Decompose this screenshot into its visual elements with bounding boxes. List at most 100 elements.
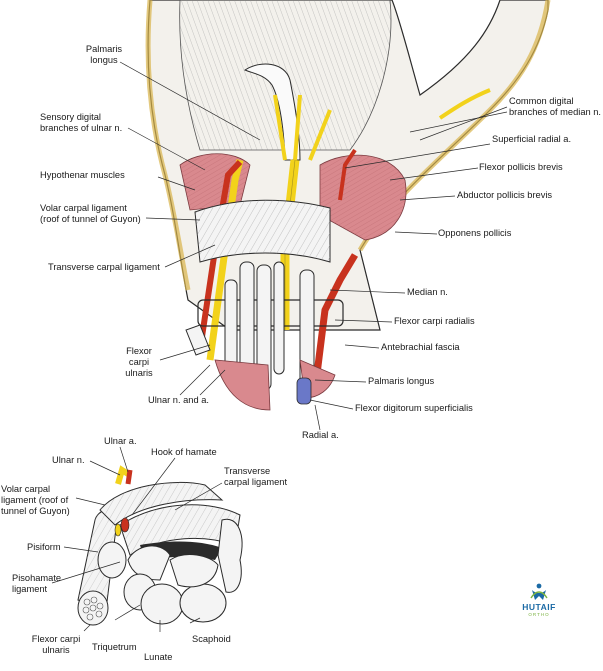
label-line: branches of ulnar n. (40, 123, 123, 133)
label-triquetrum: Triquetrum (92, 642, 137, 653)
ulnar-artery-bottom (125, 469, 133, 485)
logo-text: HUTAIF (522, 602, 556, 612)
leader-lines-top (119, 61, 508, 431)
label-line: Opponens pollicis (438, 228, 512, 238)
label-line: Antebrachial fascia (381, 342, 460, 352)
label-abductor-pollicis-brevis: Abductor pollicis brevis (457, 190, 552, 201)
label-line: ligament (12, 584, 48, 594)
label-line: Scaphoid (192, 634, 231, 644)
flexor-carpi-ulnaris-tendon (185, 324, 211, 356)
hook-of-hamate-bone (127, 545, 171, 581)
superficial-radial-artery (338, 148, 357, 201)
label-line: Volar carpal (1, 484, 51, 494)
label-line: branches of median n. (509, 107, 601, 117)
label-line: Flexor pollicis brevis (479, 162, 563, 172)
label-line: Pisiform (27, 542, 61, 552)
label-line: Flexor (126, 346, 152, 356)
label-line: Palmaris longus (368, 376, 435, 386)
label-line: Volar carpal ligament (40, 203, 127, 213)
label-volar-carpal-ligament-top: Volar carpal ligament(roof of tunnel of … (40, 203, 141, 225)
label-line: Ulnar a. (104, 436, 137, 446)
label-line: Abductor pollicis brevis (457, 190, 553, 200)
hutaif-logo: HUTAIF ORTHO (517, 582, 561, 617)
ligament-fibers-top (195, 200, 330, 262)
transverse-ligament-fibers (120, 504, 240, 555)
label-line: tunnel of Guyon) (1, 506, 70, 516)
label-palmaris-longus-bottom: Palmaris longus (368, 376, 434, 387)
label-line: Palmaris (85, 44, 123, 54)
label-flexor-digitorum-superficialis: Flexor digitorum superficialis (355, 403, 473, 414)
ulnar-nerve-bottom (115, 465, 130, 485)
label-ulnar-n-and-a: Ulnar n. and a. (148, 395, 209, 406)
label-line: longus (90, 55, 118, 65)
label-line: Radial a. (302, 430, 339, 440)
label-scaphoid: Scaphoid (192, 634, 231, 645)
label-ulnar-a: Ulnar a. (104, 436, 137, 447)
label-hook-of-hamate: Hook of hamate (151, 447, 217, 458)
label-line: Pisohamate (12, 573, 62, 583)
label-line: ulnaris (42, 645, 70, 655)
label-line: Transverse (224, 466, 271, 476)
label-line: Hook of hamate (151, 447, 217, 457)
radial-artery (311, 253, 359, 391)
ulnar-nerve-in-tunnel (114, 523, 122, 537)
capitate-bone (169, 554, 219, 588)
label-line: Triquetrum (92, 642, 137, 652)
common-digital-nerves (273, 94, 332, 161)
ulnar-artery-in-tunnel (120, 517, 130, 533)
lunate-bone (140, 583, 184, 625)
label-line: Hypothenar muscles (40, 170, 125, 180)
label-line: (roof of tunnel of Guyon) (40, 214, 141, 224)
label-line: Median n. (407, 287, 448, 297)
volar-ligament-fibers (100, 482, 222, 525)
label-median-n: Median n. (407, 287, 448, 298)
skin-edge-ulnar (145, 0, 191, 291)
scaphoid-bone (179, 583, 227, 623)
label-ulnar-n: Ulnar n. (52, 455, 85, 466)
label-antebrachial-fascia: Antebrachial fascia (381, 342, 460, 353)
forearm-muscles-ulnar (214, 359, 271, 411)
logo-subtext: ORTHO (528, 612, 550, 617)
logo-mark (530, 583, 548, 600)
label-line: Superficial radial a. (492, 134, 572, 144)
label-line: Common digital (509, 96, 574, 106)
label-line: Flexor digitorum superficialis (355, 403, 473, 413)
label-line: Flexor carpi (31, 634, 81, 644)
label-line: Lunate (144, 652, 173, 662)
bottom-cross-section (77, 465, 243, 626)
label-opponens-pollicis: Opponens pollicis (438, 228, 511, 239)
label-pisiform: Pisiform (27, 542, 61, 553)
label-line: carpi (128, 357, 150, 367)
label-flexor-pollicis-brevis: Flexor pollicis brevis (479, 162, 563, 173)
fcu-cut-end (77, 590, 109, 626)
label-line: Transverse carpal ligament (48, 262, 160, 272)
label-line: Flexor carpi radialis (394, 316, 475, 326)
label-line: ligament (roof of (1, 495, 69, 505)
venous-bundle (296, 377, 312, 405)
label-radial-a: Radial a. (302, 430, 339, 441)
label-line: Ulnar n. and a. (148, 395, 209, 405)
label-line: carpal ligament (224, 477, 288, 487)
thumb-fat (438, 88, 491, 120)
fcu-bundle-circles (82, 596, 104, 621)
label-line: Sensory digital (40, 112, 101, 122)
leader-lines-bottom (51, 446, 223, 632)
label-transverse-carpal-ligament-top: Transverse carpal ligament (48, 262, 160, 273)
label-line: Ulnar n. (52, 455, 85, 465)
pisiform-bone (97, 541, 127, 579)
label-lunate: Lunate (144, 652, 172, 663)
top-wrist-view (145, 0, 551, 411)
label-line: ulnaris (125, 368, 153, 378)
label-flexor-carpi-radialis: Flexor carpi radialis (394, 316, 475, 327)
label-hypothenar-muscles: Hypothenar muscles (40, 170, 125, 181)
